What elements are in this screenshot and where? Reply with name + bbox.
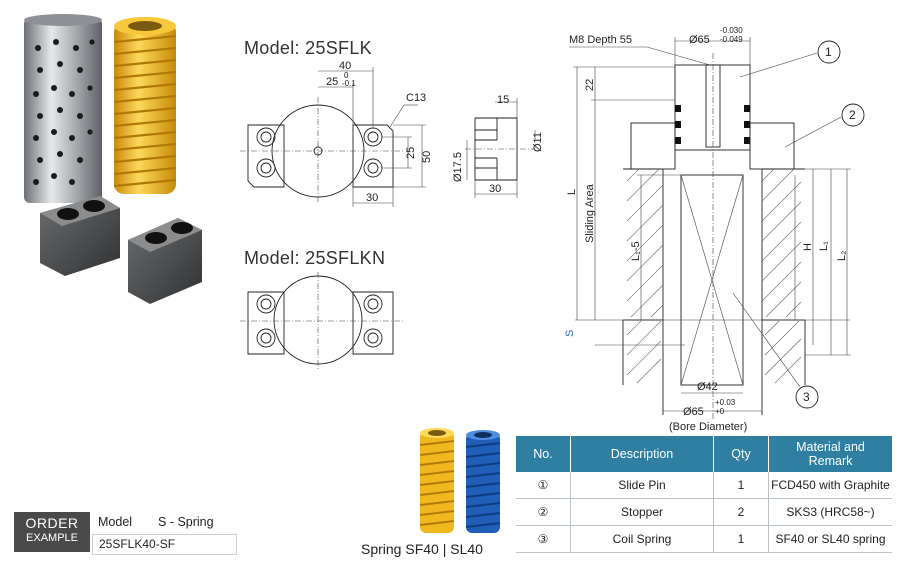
dim-30-side: 30	[489, 183, 501, 195]
dim-s: S	[564, 330, 576, 337]
mold-base-hatch-right	[761, 168, 805, 321]
dim-L2: L₂	[836, 251, 848, 261]
dim-l1-5: L₁-5	[630, 241, 642, 261]
dim-d42: Ø42	[697, 381, 718, 393]
header-material: Material and Remark	[768, 436, 892, 472]
stopper-block-image-1	[40, 196, 120, 276]
yellow-spring-sf40	[419, 428, 455, 533]
spring-photos	[419, 428, 501, 533]
dim-22: 22	[584, 79, 596, 91]
stopper-side-view-drawing: 15 Ø11 Ø17.5 30	[452, 94, 544, 198]
dim-40: 40	[339, 60, 351, 72]
cell-remark: FCD450 with Graphite	[768, 472, 892, 499]
header-description: Description	[570, 436, 714, 472]
svg-text:1: 1	[825, 45, 832, 59]
dim-d65-tol-b: -0.049	[720, 35, 743, 44]
model-title-25sflkn: Model: 25SFLKN	[244, 248, 386, 268]
spring-caption-word: Spring	[361, 541, 402, 557]
dim-d65: Ø65	[689, 34, 710, 46]
dim-25: 25	[326, 76, 338, 88]
order-head-spring: S - Spring	[158, 515, 214, 529]
spring-caption: Spring SF40 | SL40	[361, 541, 483, 557]
cell-qty: 1	[713, 472, 769, 499]
blue-spring-sl40	[465, 430, 501, 533]
stopper-top-view-drawing: 40 25 0 -0.1 C13 25 50 30	[240, 60, 433, 207]
order-head-model: Model	[98, 515, 133, 529]
dim-d65-tol-a: -0.030	[720, 26, 743, 35]
stopper-top-view-drawing-n	[240, 272, 403, 370]
sliding-area-label: Sliding Area	[584, 183, 596, 243]
table-row: ② Stopper 2 SKS3 (HRC58~)	[516, 498, 892, 526]
dim-L: L	[566, 189, 578, 195]
dim-d65-bore-tol-a: +0.03	[715, 398, 736, 407]
order-example-badge: ORDER EXAMPLE	[14, 512, 90, 552]
header-no: No.	[516, 436, 571, 472]
callout-1	[817, 40, 841, 64]
callout-2	[841, 103, 865, 127]
cell-description: Slide Pin	[570, 472, 714, 499]
dim-25-vertical: 25	[405, 147, 417, 159]
stopper-block-image-2	[128, 218, 202, 304]
cell-qty: 1	[713, 525, 769, 553]
spec-table: No. Description Qty Material and Remark …	[516, 436, 892, 553]
m8-depth-label: M8 Depth 55	[569, 34, 632, 46]
spring-caption-models: SF40 | SL40	[405, 541, 483, 557]
header-qty: Qty	[713, 436, 769, 472]
svg-text:3: 3	[803, 390, 810, 404]
dim-d11: Ø11	[532, 132, 544, 152]
cell-no: ①	[516, 472, 571, 499]
cell-no: ③	[516, 525, 571, 553]
model-title-25sflk: Model: 25SFLK	[244, 38, 372, 58]
cell-no: ②	[516, 498, 571, 526]
assembly-section-drawing: Ø65 -0.030 -0.049 M8 Depth 55	[564, 26, 865, 433]
cell-description: Stopper	[570, 498, 714, 526]
dim-c13: C13	[406, 92, 426, 104]
cell-qty: 2	[713, 498, 769, 526]
dim-d65-bore: Ø65	[683, 406, 704, 418]
table-row: ③ Coil Spring 1 SF40 or SL40 spring	[516, 525, 892, 553]
cell-remark: SKS3 (HRC58~)	[768, 498, 892, 526]
dim-tol-plus: 0	[344, 71, 349, 80]
slide-pin-image	[24, 14, 102, 203]
svg-text:2: 2	[849, 108, 856, 122]
cell-remark: SF40 or SL40 spring	[768, 525, 892, 553]
dim-L1: L₁	[818, 241, 830, 251]
example-title: EXAMPLE	[26, 532, 78, 544]
dim-d17-5: Ø17.5	[452, 152, 464, 182]
callout-3	[795, 385, 819, 409]
dim-30: 30	[366, 192, 378, 204]
mold-base-hatch-left	[623, 168, 664, 321]
product-photo	[24, 14, 202, 304]
cell-description: Coil Spring	[570, 525, 714, 553]
dim-H: H	[802, 243, 814, 251]
yellow-spring-image	[113, 17, 177, 194]
dim-15: 15	[497, 94, 509, 106]
dim-tol-minus: -0.1	[342, 79, 356, 88]
dim-d65-bore-tol-b: +0	[715, 407, 725, 416]
dim-50: 50	[421, 151, 433, 163]
order-title: ORDER	[25, 515, 79, 531]
order-example-value: 25SFLK40-SF	[92, 534, 237, 555]
table-row: ① Slide Pin 1 FCD450 with Graphite	[516, 472, 892, 499]
bore-diameter-label: (Bore Diameter)	[669, 421, 747, 433]
